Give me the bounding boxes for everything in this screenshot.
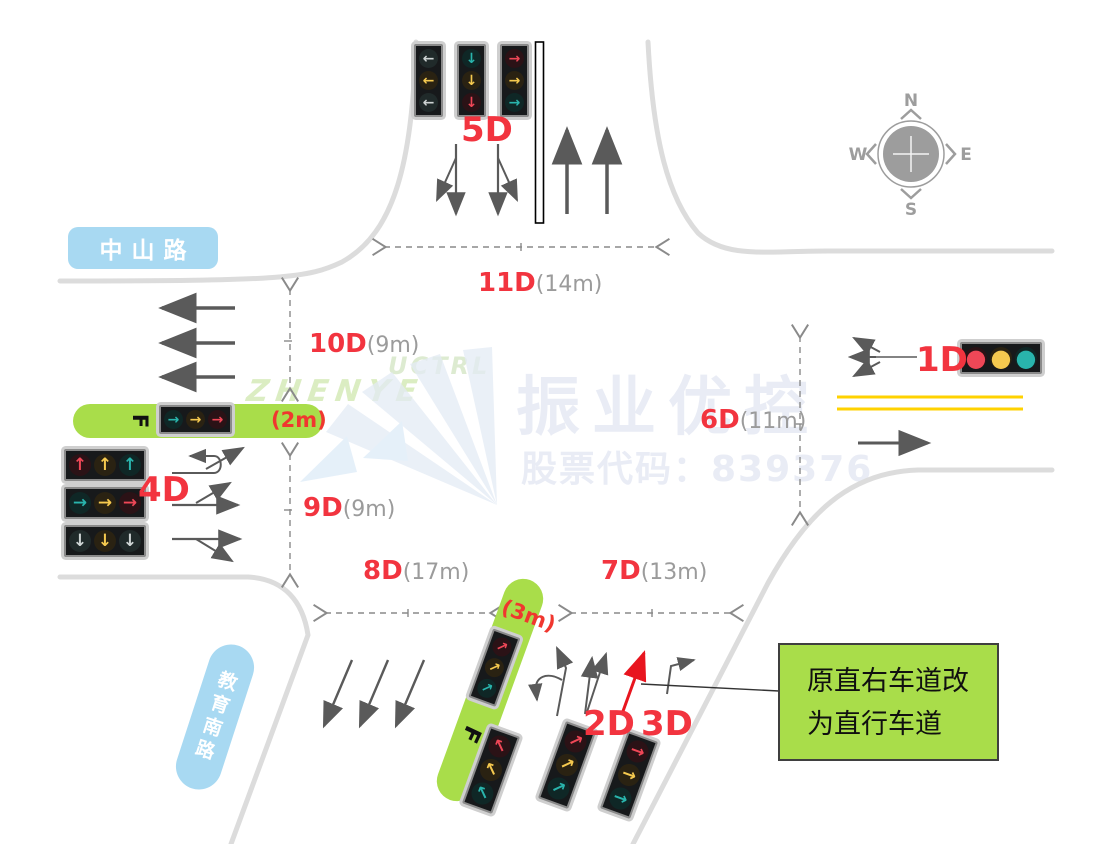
lane-arrows-west [158, 292, 245, 563]
signal-head-5d-straight: ↓ ↓ ↓ [457, 44, 486, 117]
lane-change-note: 原直右车道改 为直行车道 [778, 643, 999, 761]
right-arrow-lamp: → [94, 492, 116, 514]
compass-east-label: E [960, 145, 972, 165]
measure-id: 11D [478, 268, 536, 298]
label-4d: 4D [138, 470, 190, 510]
up-left-arrow-lamp: ↖ [476, 755, 506, 785]
median-f-marker-south: F [455, 721, 486, 747]
changed-lane-arrow [620, 650, 647, 715]
left-arrow-lamp: ← [419, 71, 438, 90]
compass-north-label: N [904, 91, 918, 111]
up-right-arrow-lamp: ↗ [544, 774, 573, 803]
right-arrow-lamp: → [505, 71, 524, 90]
measure-len: (17m) [402, 560, 470, 585]
signal-head-4d-straight: ↑ ↑ ↑ [64, 449, 146, 481]
up-right-arrow-lamp: ↗ [489, 634, 515, 660]
signal-head-4d-right: → → → [64, 487, 146, 519]
up-right-arrow-lamp: ↗ [474, 676, 500, 701]
measure-id: 8D [363, 556, 403, 586]
measure-label-7d: 7D(13m) [601, 556, 707, 586]
up-arrow-lamp: ↑ [94, 454, 116, 476]
right-arrow-lamp: → [164, 410, 183, 429]
compass-west-label: W [849, 145, 868, 165]
double-yellow-line [837, 395, 1023, 411]
watermark-fan-logo [300, 347, 497, 505]
west-median-strip: F → → → (2m) [73, 404, 327, 438]
down-arrow-lamp: ↓ [119, 530, 141, 552]
measure-len: (9m) [366, 333, 420, 358]
signal-head-1d: ● ● ● [960, 342, 1042, 374]
up-left-arrow-lamp: ↖ [485, 732, 514, 761]
up-right-arrow-lamp: ↗ [552, 750, 582, 780]
note-line-2: 为直行车道 [807, 709, 942, 740]
measure-len: (11m) [739, 409, 807, 434]
measure-len: (13m) [640, 560, 708, 585]
watermark-brand: 振业优控 [516, 371, 820, 445]
right-arrow-lamp: → [186, 410, 205, 429]
signal-head-5d-left: ← ← ← [414, 44, 443, 117]
lane-arrows-south [322, 645, 696, 729]
down-arrow-lamp: ↓ [462, 71, 481, 90]
down-arrow-lamp: ↓ [462, 49, 481, 68]
left-arrow-lamp: ← [419, 49, 438, 68]
signal-head-4d-down: ↓ ↓ ↓ [64, 525, 146, 557]
right-arrow-lamp: → [505, 49, 524, 68]
measure-ticks [284, 243, 802, 617]
lane-arrows-east [847, 336, 932, 457]
label-3d: 3D [641, 704, 693, 744]
up-arrow-lamp: ↑ [69, 454, 91, 476]
down-arrow-lamp: ↓ [462, 93, 481, 112]
measure-label-10d: 10D(9m) [309, 329, 419, 359]
red-ball-lamp: ● [965, 344, 987, 372]
up-arrow-lamp: ↑ [119, 454, 141, 476]
compass: N S W E [849, 91, 972, 220]
right-arrow-lamp: → [208, 410, 227, 429]
annotation-connector-line [640, 683, 780, 692]
right-arrow-lamp: → [606, 784, 635, 813]
measure-id: 10D [309, 329, 367, 359]
signal-head-west-median: → → → [159, 405, 232, 434]
down-arrow-lamp: ↓ [69, 530, 91, 552]
right-arrow-lamp: → [614, 760, 644, 790]
note-line-1: 原直右车道改 [807, 666, 969, 697]
signal-pole [534, 41, 545, 224]
green-ball-lamp: ● [1015, 344, 1037, 372]
measure-len: (9m) [342, 497, 396, 522]
compass-south-label: S [905, 200, 917, 220]
measure-id: 7D [601, 556, 641, 586]
right-arrow-lamp: → [69, 492, 91, 514]
right-arrow-lamp: → [505, 93, 524, 112]
label-2d: 2D [583, 704, 635, 744]
measure-label-8d: 8D(17m) [363, 556, 469, 586]
up-right-arrow-lamp: ↗ [482, 655, 507, 680]
measure-label-6d: 6D(11m) [700, 405, 806, 435]
right-arrow-lamp: → [119, 492, 141, 514]
measure-id: 6D [700, 405, 740, 435]
lane-arrows-north [436, 126, 623, 217]
left-arrow-lamp: ← [419, 93, 438, 112]
up-left-arrow-lamp: ↖ [468, 779, 497, 808]
yellow-ball-lamp: ● [990, 344, 1012, 372]
watermark-stock-code: 股票代码：839376 [521, 449, 874, 490]
measure-label-11d: 11D(14m) [478, 268, 602, 298]
road-sign-zhongshan: 中山路 [68, 227, 218, 269]
label-5d: 5D [461, 110, 513, 150]
median-width-west: (2m) [271, 408, 327, 432]
median-f-marker-west: F [128, 413, 153, 429]
signal-head-5d-right: → → → [500, 44, 529, 117]
measure-len: (14m) [535, 272, 603, 297]
measure-id: 9D [303, 493, 343, 523]
down-arrow-lamp: ↓ [94, 530, 116, 552]
road-edges [57, 39, 1055, 844]
measure-label-9d: 9D(9m) [303, 493, 395, 523]
label-1d: 1D [916, 340, 968, 380]
